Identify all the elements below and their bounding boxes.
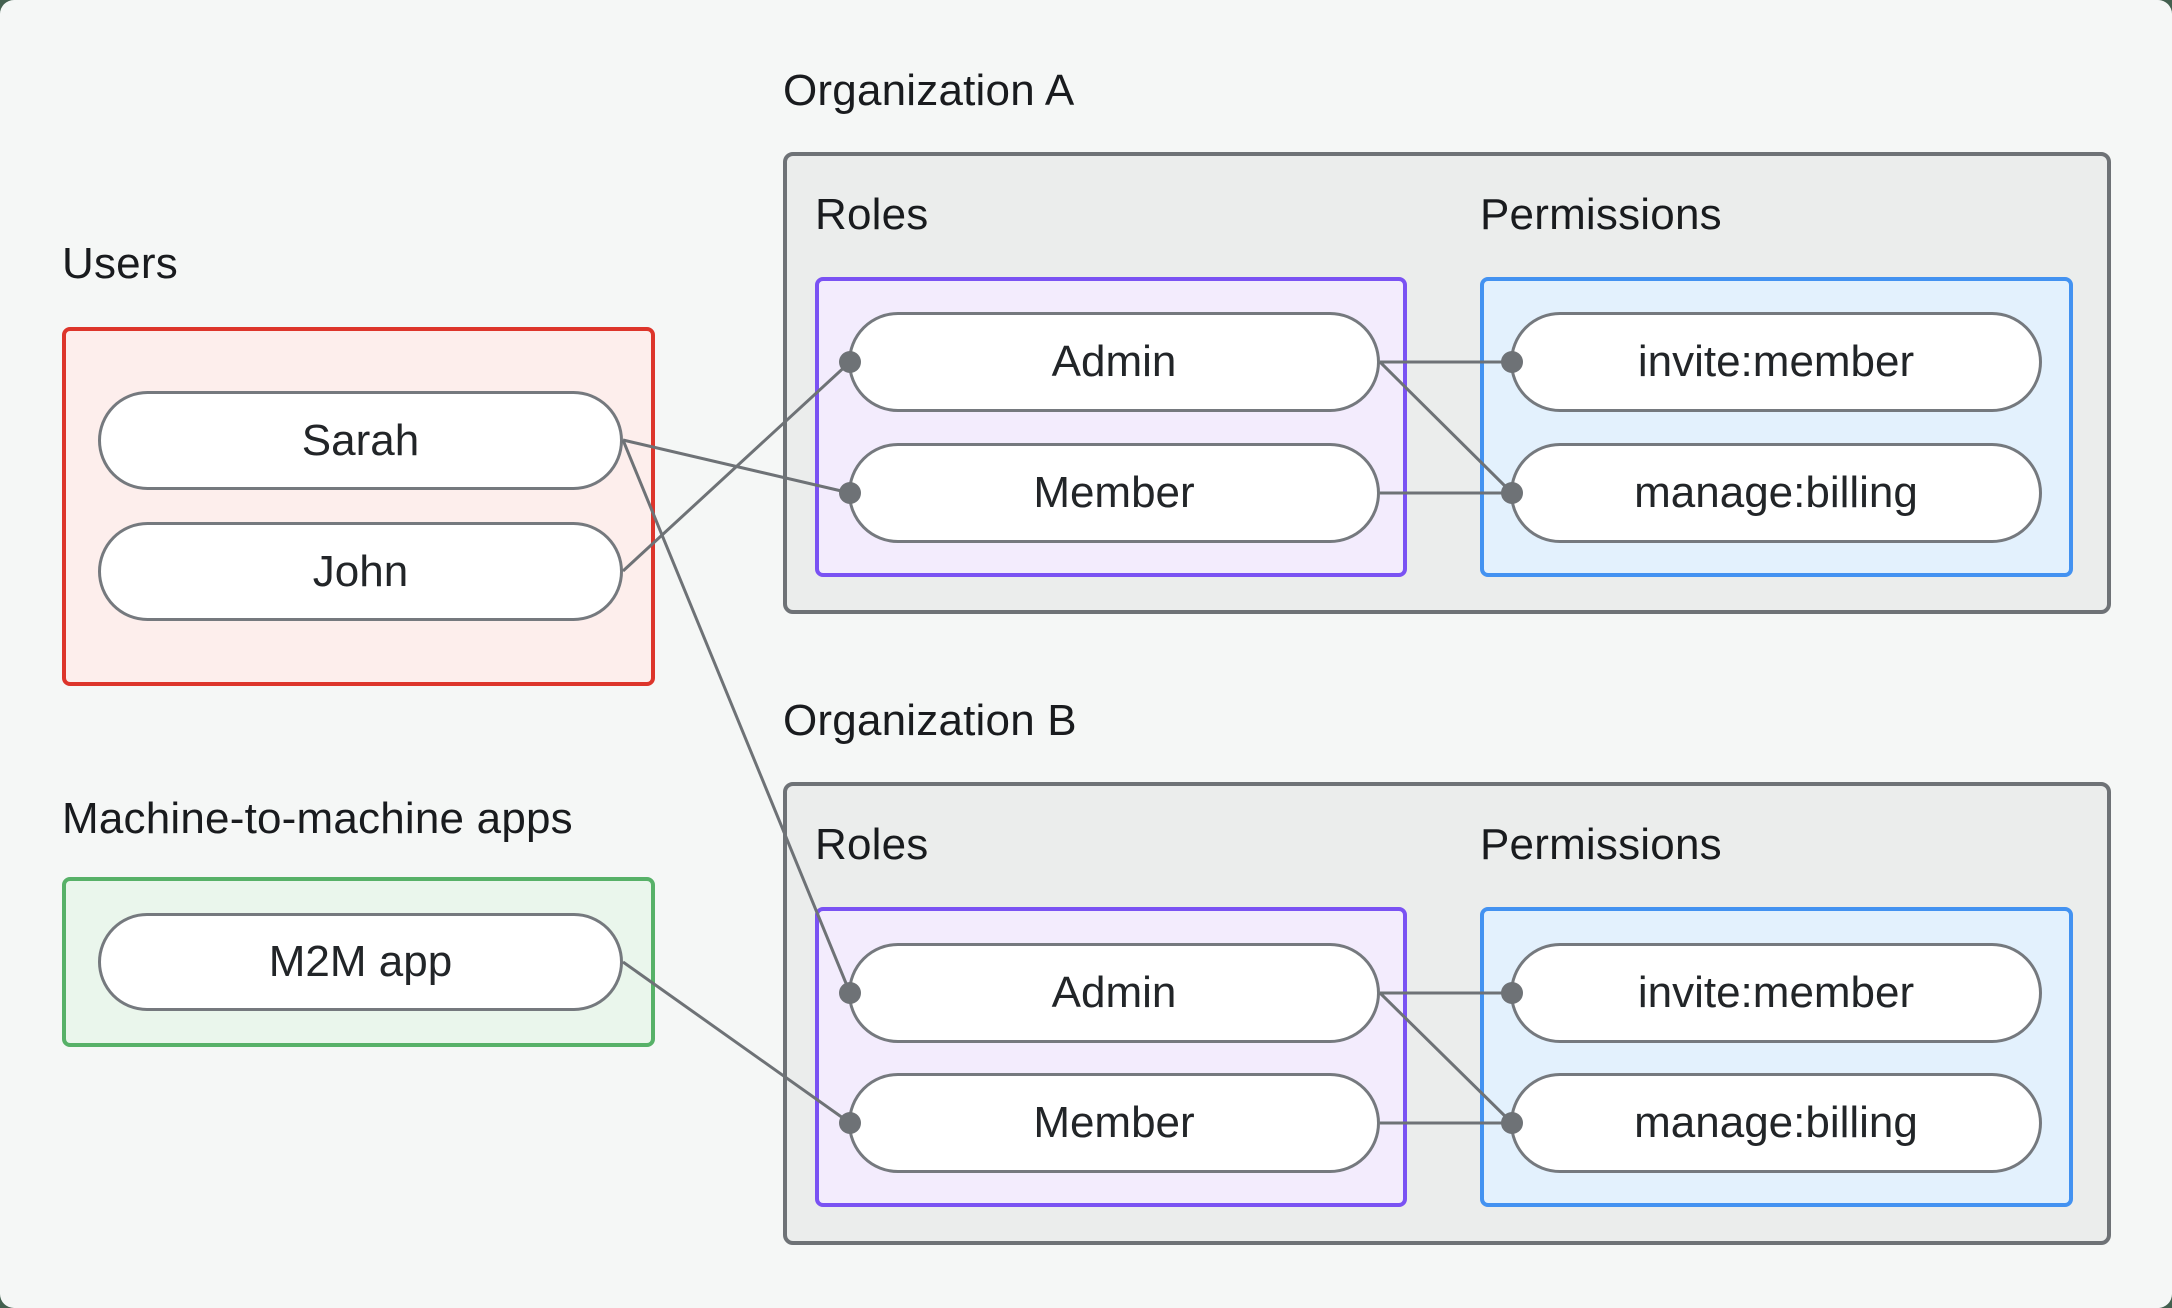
org-b-roles-label: Roles <box>815 820 929 869</box>
org-b-permission-invite-member: invite:member <box>1510 943 2042 1043</box>
users-section-label: Users <box>62 239 178 288</box>
org-b-role-admin: Admin <box>848 943 1380 1043</box>
org-b-title: Organization B <box>783 696 1077 745</box>
user-node-sarah: Sarah <box>98 391 623 490</box>
org-a-permission-invite-member: invite:member <box>1510 312 2042 412</box>
org-b-role-member: Member <box>848 1073 1380 1173</box>
org-a-permissions-label: Permissions <box>1480 190 1722 239</box>
users-group-box <box>62 327 655 686</box>
org-a-title: Organization A <box>783 66 1075 115</box>
org-a-roles-label: Roles <box>815 190 929 239</box>
org-a-role-member: Member <box>848 443 1380 543</box>
org-b-permission-manage-billing: manage:billing <box>1510 1073 2042 1173</box>
m2m-app-node: M2M app <box>98 913 623 1011</box>
org-b-permissions-label: Permissions <box>1480 820 1722 869</box>
org-a-role-admin: Admin <box>848 312 1380 412</box>
user-node-john: John <box>98 522 623 621</box>
org-a-permission-manage-billing: manage:billing <box>1510 443 2042 543</box>
m2m-section-label: Machine-to-machine apps <box>62 794 573 843</box>
